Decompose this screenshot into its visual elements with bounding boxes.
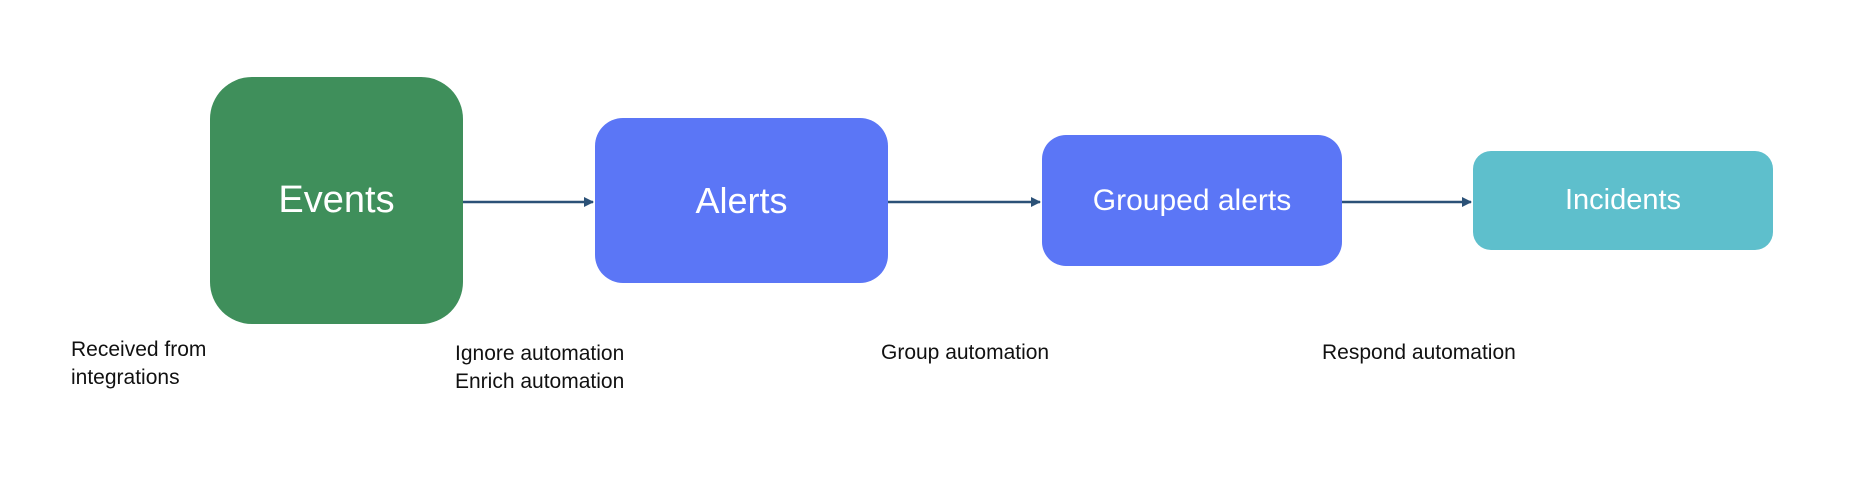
node-events: Events (210, 77, 463, 324)
caption-received-from-integrations: Received from integrations (71, 336, 206, 392)
node-incidents: Incidents (1473, 151, 1773, 250)
caption-line: Respond automation (1322, 341, 1516, 364)
caption-line: integrations (71, 366, 180, 389)
node-grouped-alerts: Grouped alerts (1042, 135, 1342, 266)
caption-line: Received from (71, 338, 207, 361)
caption-line: Ignore automation (455, 342, 625, 365)
caption-line: Group automation (881, 341, 1050, 364)
node-events-label: Events (278, 179, 395, 221)
node-grouped-alerts-label: Grouped alerts (1092, 183, 1292, 217)
caption-respond-automation: Respond automation (1322, 339, 1516, 367)
node-alerts-label: Alerts (695, 179, 788, 221)
caption-line: Enrich automation (455, 370, 625, 393)
caption-group-automation: Group automation (881, 339, 1049, 367)
node-alerts: Alerts (595, 118, 888, 283)
caption-ignore-enrich-automation: Ignore automation Enrich automation (455, 340, 624, 396)
node-incidents-label: Incidents (1564, 184, 1682, 216)
